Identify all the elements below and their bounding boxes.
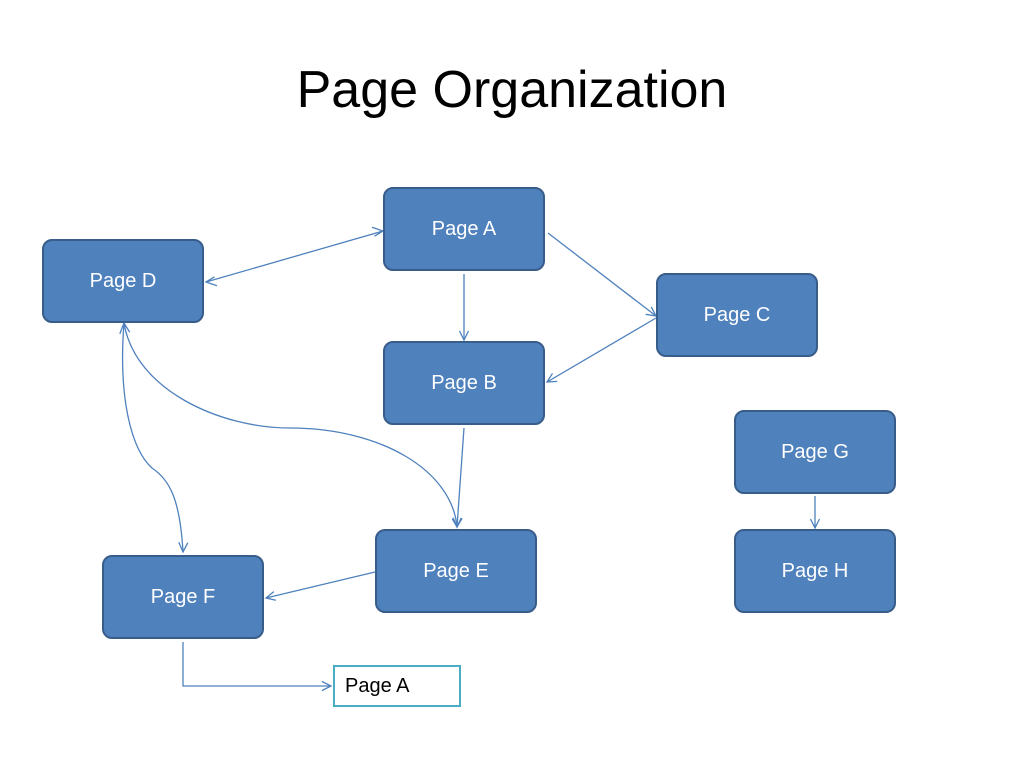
node-label: Page A (431, 217, 497, 240)
edge-a-c (547, 232, 657, 317)
node-page-d[interactable]: Page D (42, 239, 204, 323)
arrowhead-at-b-from-a (458, 330, 470, 342)
arrowhead-at-a (371, 226, 385, 237)
arrowhead-at-f-from-d (178, 542, 189, 554)
node-page-e[interactable]: Page E (375, 529, 537, 613)
edge-d-a (205, 230, 384, 283)
node-label: Page C (703, 303, 771, 326)
node-page-a[interactable]: Page A (383, 187, 545, 271)
edge-b-e (456, 427, 465, 528)
slide-title: Page Organization (296, 61, 728, 119)
node-label: Page D (89, 269, 157, 292)
node-page-c[interactable]: Page C (656, 273, 818, 357)
arrowhead-at-e-from-d (451, 517, 462, 529)
edge-d-f (121, 322, 184, 553)
edge-f-link (182, 642, 331, 687)
edge-c-b (546, 317, 657, 383)
arrowhead-at-d (204, 276, 218, 287)
arrowhead-at-b-from-c (545, 373, 558, 383)
node-page-b[interactable]: Page B (383, 341, 545, 425)
edge-d-e (123, 322, 458, 528)
link-target-label: Page A (345, 674, 410, 697)
node-label: Page B (431, 371, 497, 394)
node-page-g[interactable]: Page G (734, 410, 896, 494)
node-label: Page G (781, 440, 849, 463)
arrowhead-at-f-from-e (264, 591, 277, 601)
node-page-f[interactable]: Page F (102, 555, 264, 639)
node-page-h[interactable]: Page H (734, 529, 896, 613)
arrowhead-at-link (321, 680, 333, 692)
link-target-page-a[interactable]: Page A (333, 665, 461, 707)
edge-e-f (265, 571, 376, 599)
node-label: Page H (781, 559, 849, 582)
arrowhead-at-h (809, 518, 821, 530)
node-label: Page F (150, 585, 216, 608)
node-label: Page E (423, 559, 489, 582)
